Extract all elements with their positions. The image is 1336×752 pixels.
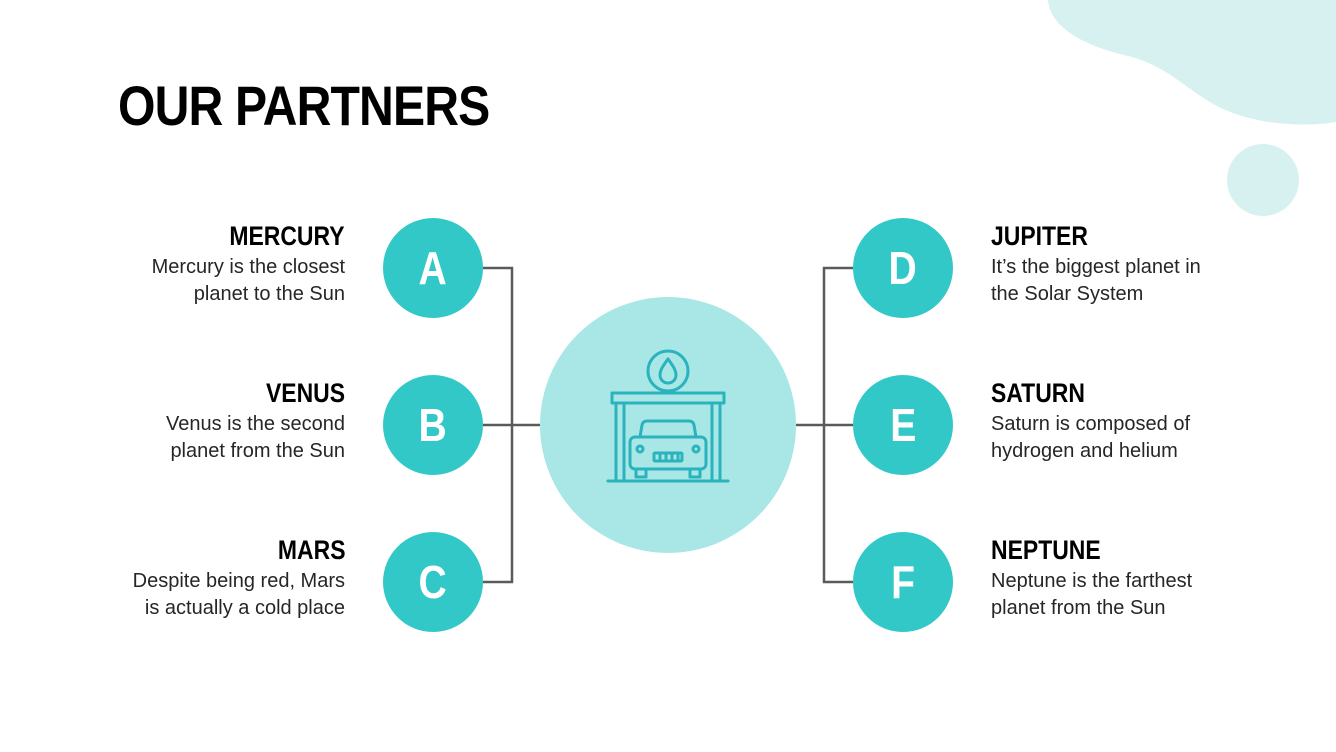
item-desc-line: hydrogen and helium bbox=[991, 440, 1178, 462]
item-desc-line: Venus is the second bbox=[165, 413, 345, 435]
badge-a: A bbox=[383, 218, 483, 318]
item-title: SATURN bbox=[991, 378, 1085, 408]
badge-letter: A bbox=[418, 242, 448, 294]
item-title: JUPITER bbox=[991, 221, 1088, 251]
central-hub bbox=[540, 297, 796, 553]
item-desc-line: Saturn is composed of bbox=[991, 413, 1190, 435]
item-desc-line: the Solar System bbox=[991, 283, 1144, 305]
partner-item-venus: VENUS Venus is the second planet from th… bbox=[45, 377, 345, 465]
item-description: Venus is the second planet from the Sun bbox=[45, 411, 345, 465]
partner-item-neptune: NEPTUNE Neptune is the farthest planet f… bbox=[991, 534, 1291, 622]
partner-item-jupiter: JUPITER It’s the biggest planet in the S… bbox=[991, 220, 1291, 308]
item-description: Saturn is composed of hydrogen and heliu… bbox=[991, 411, 1291, 465]
item-desc-line: planet to the Sun bbox=[193, 283, 345, 305]
item-desc-line: Despite being red, Mars bbox=[132, 570, 345, 592]
item-desc-line: Neptune is the farthest bbox=[991, 570, 1193, 592]
badge-letter: B bbox=[418, 399, 448, 451]
badge-e: E bbox=[853, 375, 953, 475]
page-title: OUR PARTNERS bbox=[118, 74, 490, 137]
item-title: VENUS bbox=[265, 378, 345, 408]
item-desc-line: planet from the Sun bbox=[991, 597, 1166, 619]
badge-letter: E bbox=[889, 399, 917, 451]
badge-d: D bbox=[853, 218, 953, 318]
item-title: NEPTUNE bbox=[991, 535, 1101, 565]
item-desc-line: It’s the biggest planet in bbox=[991, 256, 1201, 278]
item-description: Neptune is the farthest planet from the … bbox=[991, 568, 1291, 622]
badge-c: C bbox=[383, 532, 483, 632]
partner-item-saturn: SATURN Saturn is composed of hydrogen an… bbox=[991, 377, 1291, 465]
badge-letter: F bbox=[891, 556, 915, 608]
item-description: Mercury is the closest planet to the Sun bbox=[45, 254, 345, 308]
item-desc-line: planet from the Sun bbox=[170, 440, 345, 462]
item-description: Despite being red, Mars is actually a co… bbox=[45, 568, 345, 622]
badge-b: B bbox=[383, 375, 483, 475]
partner-item-mars: MARS Despite being red, Mars is actually… bbox=[45, 534, 345, 622]
badge-letter: C bbox=[418, 556, 448, 608]
item-title: MERCURY bbox=[229, 221, 345, 251]
partner-item-mercury: MERCURY Mercury is the closest planet to… bbox=[45, 220, 345, 308]
item-desc-line: is actually a cold place bbox=[144, 597, 345, 619]
badge-letter: D bbox=[888, 242, 918, 294]
item-title: MARS bbox=[277, 535, 345, 565]
car-garage-icon bbox=[606, 349, 730, 483]
item-description: It’s the biggest planet in the Solar Sys… bbox=[991, 254, 1291, 308]
item-desc-line: Mercury is the closest bbox=[151, 256, 345, 278]
badge-f: F bbox=[853, 532, 953, 632]
